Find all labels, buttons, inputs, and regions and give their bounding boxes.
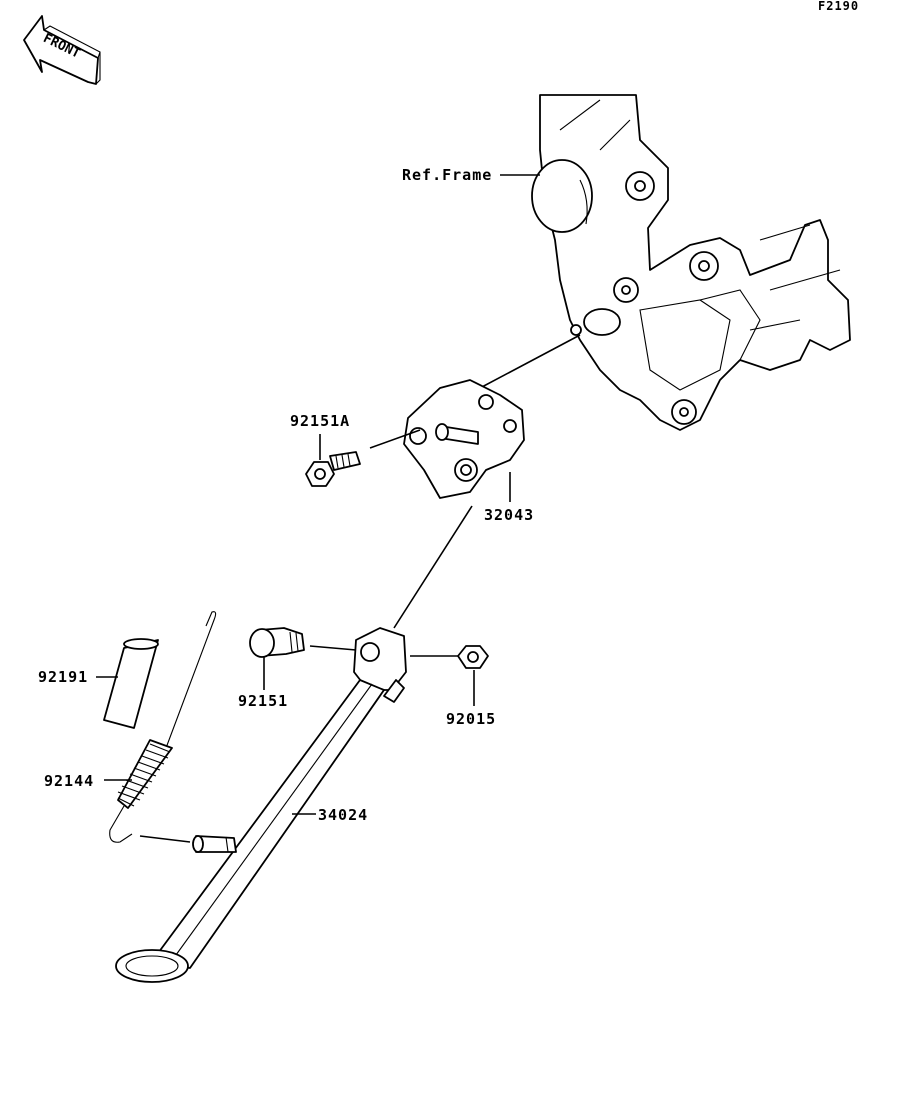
label-92144: 92144 <box>44 772 94 790</box>
label-92191: 92191 <box>38 668 88 686</box>
front-arrow-icon: FRONT <box>23 15 101 85</box>
bolt-92151a <box>305 451 361 487</box>
label-34024: 34024 <box>318 806 368 824</box>
label-92151a: 92151A <box>290 412 350 430</box>
label-92151: 92151 <box>238 692 288 710</box>
frame-drawing <box>531 94 851 431</box>
side-stand-34024 <box>115 627 407 983</box>
cover-92191 <box>103 638 159 729</box>
label-92015: 92015 <box>446 710 496 728</box>
bracket-32043 <box>403 379 525 499</box>
nut-92015 <box>457 645 489 669</box>
label-ref-frame: Ref.Frame <box>402 166 492 184</box>
label-32043: 32043 <box>484 506 534 524</box>
bolt-92151 <box>249 627 305 658</box>
diagram-code: F2190 <box>818 0 859 13</box>
spring-92144 <box>109 611 217 843</box>
spring-pin <box>192 835 237 853</box>
